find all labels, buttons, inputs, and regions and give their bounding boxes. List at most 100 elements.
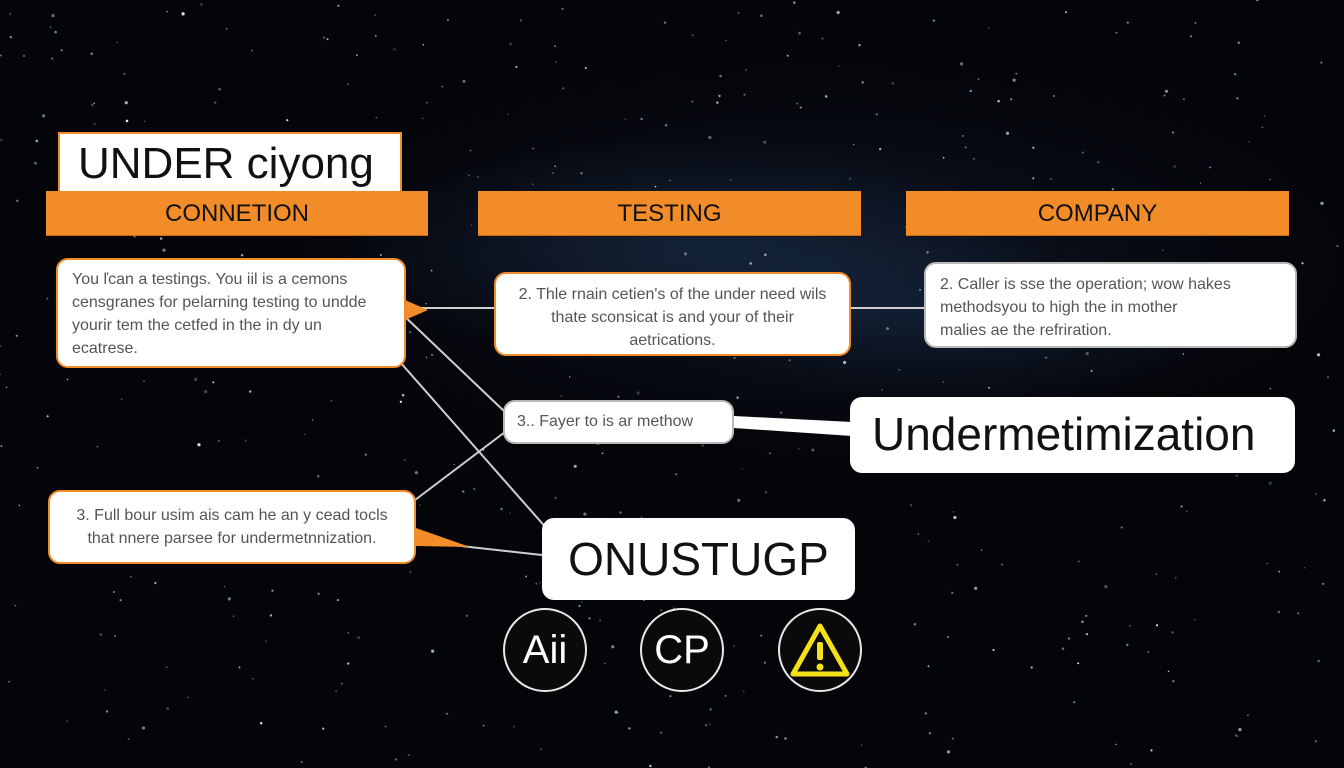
star [554, 165, 557, 168]
step3-tools-card: 3. Full bour usim ais cam he an y cead t… [48, 490, 416, 564]
star [409, 330, 412, 334]
star [9, 35, 12, 39]
star [217, 440, 220, 442]
card-text-line: that nnere parsee for undermetnnization. [87, 530, 377, 547]
star [1317, 659, 1320, 663]
star [1323, 499, 1326, 502]
star [223, 585, 226, 588]
star [445, 712, 449, 716]
star [1115, 31, 1118, 34]
star [861, 81, 864, 84]
star [1050, 177, 1053, 180]
star [952, 510, 955, 513]
card-text-line: thate sconsicat is and your of their [551, 309, 794, 326]
star [482, 724, 485, 727]
star [1073, 701, 1076, 704]
star [927, 540, 930, 542]
star [347, 662, 350, 665]
star [251, 49, 253, 52]
star [729, 179, 732, 182]
star [1236, 97, 1239, 100]
star [470, 224, 473, 226]
star [260, 722, 263, 725]
star [127, 738, 130, 741]
star [326, 38, 329, 41]
header-testing: TESTING [478, 191, 861, 235]
star [913, 623, 917, 626]
star [1336, 244, 1339, 248]
star [1209, 166, 1212, 169]
star [624, 118, 627, 121]
star [93, 102, 96, 105]
star [636, 391, 640, 395]
star [431, 649, 435, 653]
star [1081, 620, 1084, 624]
star [519, 19, 523, 22]
star [1129, 624, 1132, 627]
card-text-line: 2. Thle rnain cetien's of the under need… [518, 286, 827, 303]
star [356, 54, 358, 56]
star [987, 27, 990, 29]
star [764, 253, 767, 257]
star [796, 102, 799, 105]
star [1000, 563, 1004, 566]
star [961, 134, 964, 137]
star [1065, 11, 1068, 14]
star [951, 591, 954, 595]
star [462, 79, 466, 83]
star [960, 62, 964, 66]
star [909, 503, 913, 507]
star [919, 288, 922, 291]
star [500, 507, 503, 511]
star [737, 11, 740, 14]
diagram-title: UNDER ciyong [58, 132, 402, 194]
star [165, 666, 168, 669]
star [1193, 618, 1196, 621]
star [946, 750, 951, 754]
star [1085, 614, 1088, 617]
star [46, 415, 49, 418]
star [1297, 612, 1300, 615]
star [194, 377, 198, 381]
star [664, 123, 668, 127]
star [584, 66, 587, 70]
star [1261, 126, 1264, 129]
star [42, 114, 46, 118]
star [768, 452, 772, 455]
star [749, 262, 752, 265]
star [421, 117, 424, 120]
star [988, 386, 990, 389]
star [143, 120, 146, 123]
star [18, 504, 21, 507]
star [238, 666, 241, 669]
star [640, 516, 643, 518]
star [580, 171, 583, 175]
star [614, 710, 618, 714]
star [431, 353, 434, 356]
star [166, 707, 169, 710]
star [1236, 735, 1239, 738]
star [1277, 611, 1280, 614]
star [763, 140, 767, 144]
star [875, 113, 879, 116]
star [797, 447, 800, 450]
star [54, 30, 57, 34]
star [927, 665, 930, 668]
star [708, 723, 711, 726]
header-company: COMPANY [906, 191, 1289, 235]
star [560, 395, 563, 398]
star [218, 88, 221, 91]
star [346, 83, 350, 86]
connection-card: You ľcan a testings. You iil is a cemons… [56, 258, 406, 368]
star [300, 761, 303, 764]
star [719, 74, 722, 78]
star [852, 143, 855, 146]
star [1238, 728, 1242, 732]
star [539, 582, 541, 584]
star [1097, 161, 1100, 164]
star [336, 599, 339, 602]
card-text-line: yourir tem the cetfed in the in dy un [72, 317, 322, 334]
star [197, 443, 201, 447]
star [974, 586, 978, 590]
